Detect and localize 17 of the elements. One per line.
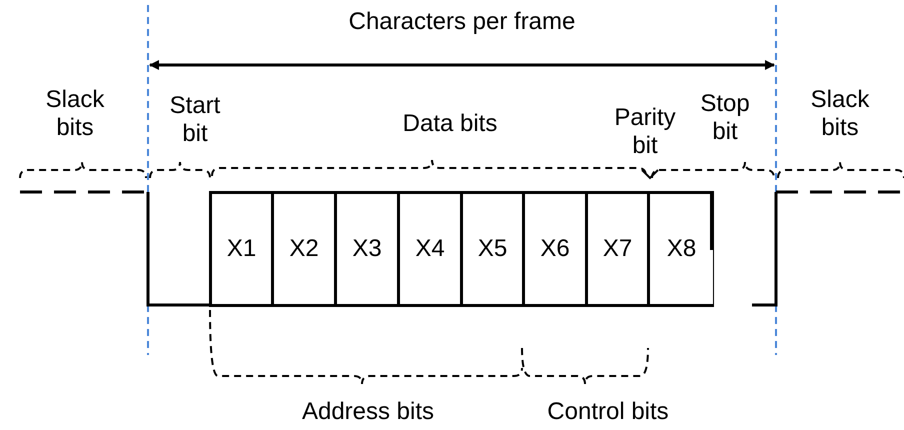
bit-cell: X4 (400, 191, 463, 307)
field-label: Parity bit (613, 104, 677, 160)
field-label: Slack bits (44, 86, 106, 142)
field-label: Start bit (168, 92, 222, 148)
field-label: Slack bits (810, 86, 870, 142)
field-label: Stop bit (699, 90, 751, 146)
field-label: Data bits (402, 110, 498, 138)
field-label: Control bits (546, 398, 670, 426)
field-label: Address bits (300, 398, 436, 426)
bit-cell: X8 (650, 191, 714, 307)
bit-cell: X7 (588, 191, 650, 307)
bit-cell: X2 (274, 191, 337, 307)
bit-cell: X5 (463, 191, 525, 307)
bit-cell: X3 (337, 191, 400, 307)
dimension-label: Characters per frame (348, 8, 576, 36)
bit-cell: X1 (209, 191, 274, 307)
bit-cell: X6 (525, 191, 588, 307)
